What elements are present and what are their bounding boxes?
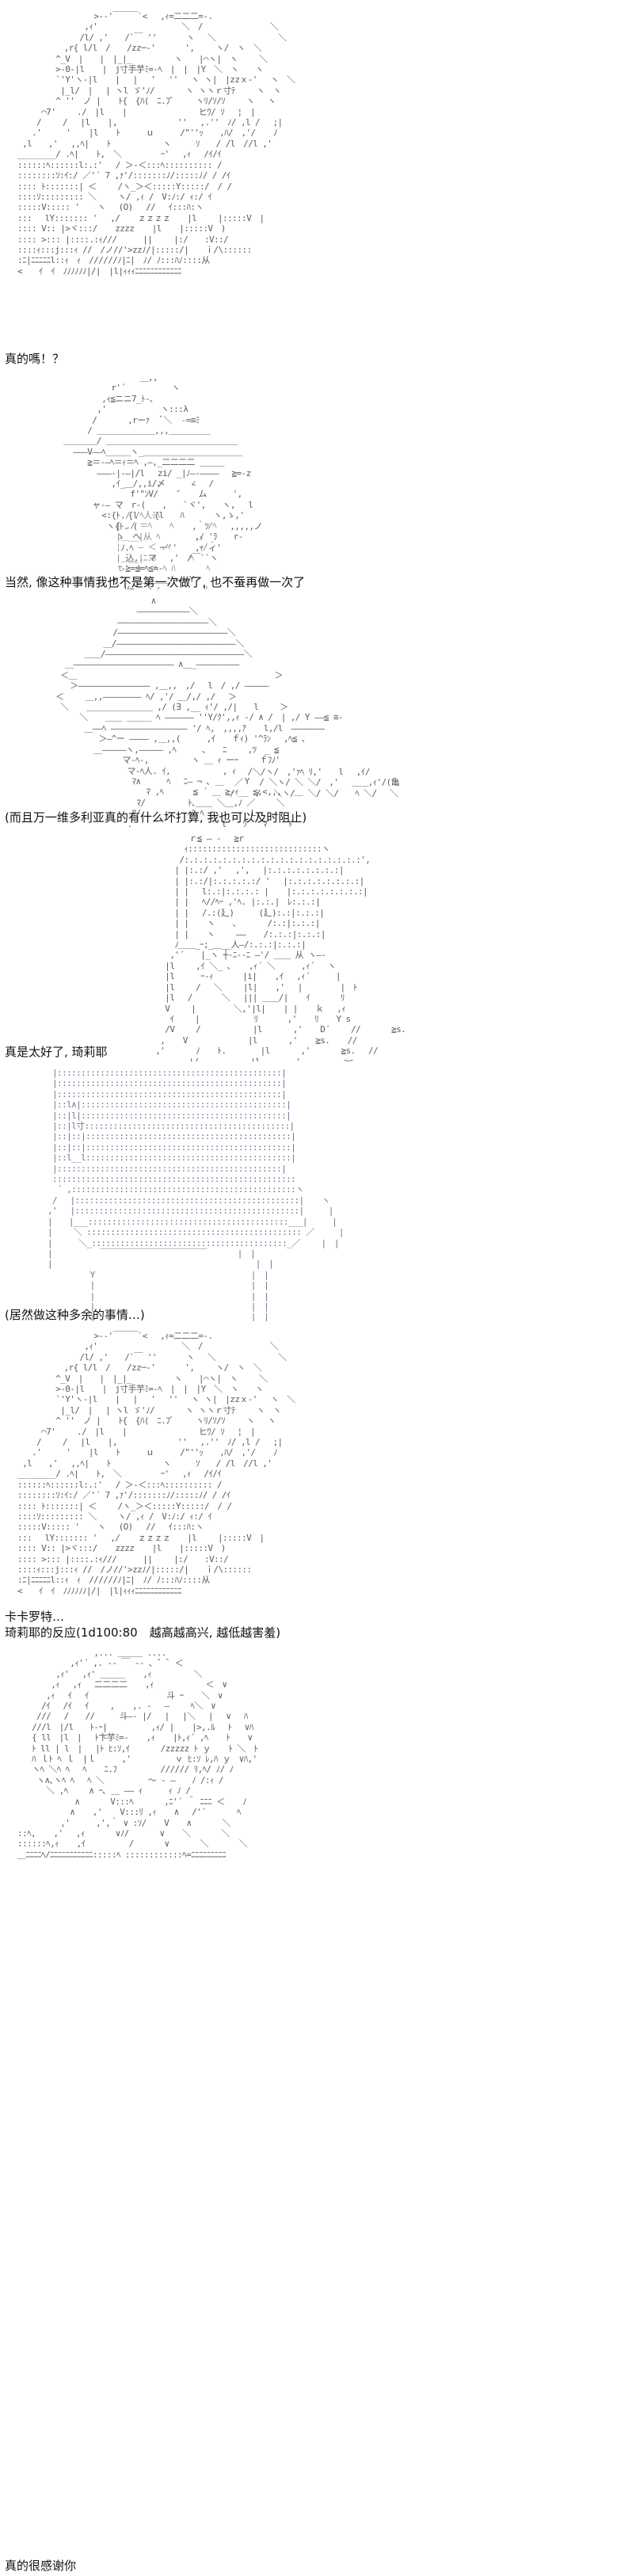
caption-1: 真的嗎！？ — [5, 352, 65, 366]
ascii-art-panel-5: |:::::::::::::::::::::::::::::::::::::::… — [0, 1063, 636, 1321]
caption-4: 真是太好了, 琦莉耶 — [5, 1045, 108, 1059]
caption-2: 当然, 像这种事情我也不是第一次做了, 也不蚕再做一次了 — [5, 575, 306, 589]
ascii-art-box-scene: |:::::::::::::::::::::::::::::::::::::::… — [48, 1068, 345, 1321]
caption-6: 卡卡罗特… — [5, 1610, 65, 1624]
caption-7: 琦莉耶的反应(1d100:80 越高越高兴, 越低越害羞) — [5, 1625, 281, 1640]
ascii-art-girl-1: >-‐'￣￣￣`< ,ｨ=二二二=-. ,ｨ' ＼ / ＼ /l/ ,' /`￣… — [17, 11, 295, 276]
ascii-art-panel-4: ｒ≦ ― ‐ ≧r ｨ::::::::::::::::::::::::::::ヽ… — [0, 829, 636, 1061]
ascii-art-panel-3: ∧ ―――――――――――＼ ―――――――――――――――――――＼ /―――… — [0, 593, 636, 827]
ascii-art-panel-6: >-‐'￣￣￣`< ,ｨ=二二二=-. ,ｨ' ＼ / ＼ /l/ ,' /`￣… — [0, 1326, 636, 1624]
caption-8: 真的很感谢你 — [5, 2559, 77, 2573]
ascii-art-boy-2: ∧ ―――――――――――＼ ―――――――――――――――――――＼ /―――… — [55, 596, 344, 827]
ascii-art-girl-3: ,... ＿＿＿ .... ,ｨ'´ ,. -‐ ￣ ‐- ､ ゛ﾞ ＜ ,ｨ'… — [17, 1648, 258, 1860]
ascii-art-panel-1: >-‐'￣￣￣`< ,ｨ=二二二=-. ,ｨ' ＼ / ＼ /l/ ,' /`￣… — [0, 0, 636, 366]
ascii-art-boy-body: ,/ /ﾍ人ﾐﾍ [ ,/ ＝ﾍ ﾍ /ﾍ |＿__|从 ﾍ ,/ ¦ ― ＜ … — [116, 510, 217, 574]
ascii-art-girl-2: >-‐'￣￣￣`< ,ｨ=二二二=-. ,ｨ' ＼ / ＼ /l/ ,' /`￣… — [17, 1331, 295, 1596]
ascii-art-boy-hat: ＿,, r'´ ヽ ,ｨ≦ニニ7_ﾄ‐､ ,' ヽ:::λ / ,rーｧ ﾞ＼ … — [63, 372, 262, 589]
ascii-art-panel-2: ＿,, r'´ ヽ ,ｨ≦ニニ7_ﾄ‐､ ,' ヽ:::λ / ,rーｧ ﾞ＼ … — [0, 369, 636, 589]
ascii-art-girl-long-hair: ｒ≦ ― ‐ ≧r ｨ::::::::::::::::::::::::::::ヽ… — [155, 833, 406, 1061]
ascii-art-boy-2-arm: /＼/ヽ/ ,'ｧﾍ ﾘ,' l ,ｲ/ ／ / ＼ヽ/ ＼ ＼/ ,' ＿＿,… — [230, 767, 400, 798]
caption-3: (而且万一维多利亚真的有什么坏打算, 我也可以及时阻止) — [5, 810, 307, 825]
ascii-art-panel-7: ,... ＿＿＿ .... ,ｨ'´ ,. -‐ ￣ ‐- ､ ゛ﾞ ＜ ,ｨ'… — [0, 1643, 636, 2554]
caption-5: (居然做这种多余的事情…) — [5, 1308, 145, 1322]
